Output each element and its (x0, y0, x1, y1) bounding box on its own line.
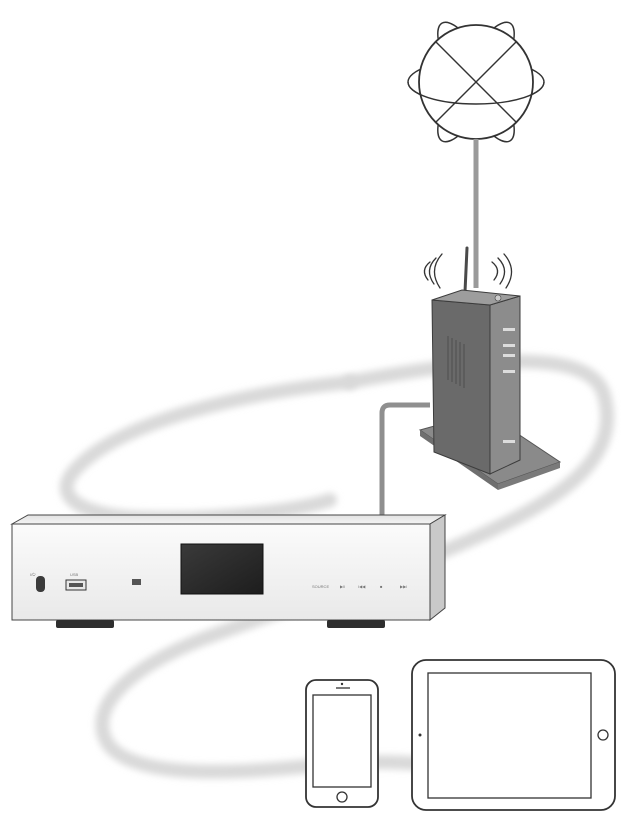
stop-button-label: ■ (380, 584, 383, 589)
next-button-label: ▶▶I (400, 584, 407, 589)
smartphone-icon (305, 679, 379, 808)
usb-label: USB (70, 572, 79, 577)
svg-text:I/⏻: I/⏻ (30, 572, 36, 577)
ir-sensor (132, 579, 141, 585)
network-audio-player-icon: I/⏻ USB SOURCE ▶II I◀◀ ■ ▶▶I (10, 514, 447, 628)
play-pause-button-label: ▶II (340, 584, 345, 589)
internet-globe-icon (407, 21, 545, 143)
previous-button-label: I◀◀ (358, 584, 366, 589)
source-button-label: SOURCE (312, 584, 329, 589)
power-switch (36, 576, 45, 592)
router-icon (418, 246, 562, 490)
tablet-icon (411, 659, 616, 811)
display-screen (180, 543, 264, 595)
lan-cable (379, 402, 430, 522)
wifi-signal-icon (423, 253, 513, 289)
front-panel-buttons: SOURCE ▶II I◀◀ ■ ▶▶I (312, 584, 407, 589)
